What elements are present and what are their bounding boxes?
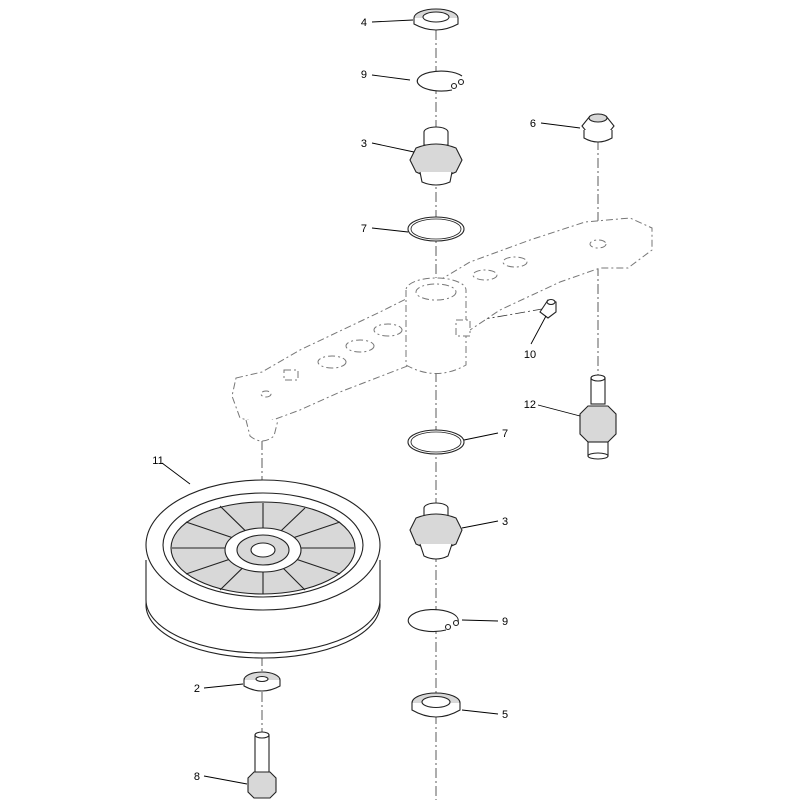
callout-labels: 4 9 3 7 6 10 12 7 11 3 9 2 5 8: [152, 17, 536, 783]
callout-11: 11: [152, 455, 163, 467]
bolt: [247, 731, 277, 799]
idler-pulley: [145, 479, 381, 659]
callout-7-bottom: 7: [502, 428, 508, 440]
callout-6: 6: [530, 118, 536, 130]
callout-8: 8: [194, 771, 200, 783]
callout-4: 4: [361, 17, 367, 29]
idler-arm: [231, 217, 653, 442]
callout-3-bottom: 3: [502, 516, 508, 528]
o-ring-top: [407, 216, 465, 242]
callout-12: 12: [524, 399, 536, 411]
grease-fitting: [539, 298, 557, 319]
callout-9-bottom: 9: [502, 616, 508, 628]
o-ring-bottom: [407, 429, 465, 455]
callout-10: 10: [524, 349, 536, 361]
callout-7-top: 7: [361, 223, 367, 235]
pivot-stud: [579, 374, 617, 460]
snap-ring-bottom: [407, 609, 460, 633]
callout-9-top: 9: [361, 69, 367, 81]
callout-2: 2: [194, 683, 200, 695]
washer: [243, 671, 281, 692]
callout-3-top: 3: [361, 138, 367, 150]
seal-bottom: [411, 692, 461, 718]
snap-ring-top: [416, 70, 465, 92]
seal-top: [413, 8, 459, 31]
callout-5: 5: [502, 709, 508, 721]
bearing-top: [409, 126, 463, 186]
bearing-bottom: [409, 502, 463, 560]
lock-nut: [581, 113, 615, 143]
leader-lines: [161, 19, 581, 785]
